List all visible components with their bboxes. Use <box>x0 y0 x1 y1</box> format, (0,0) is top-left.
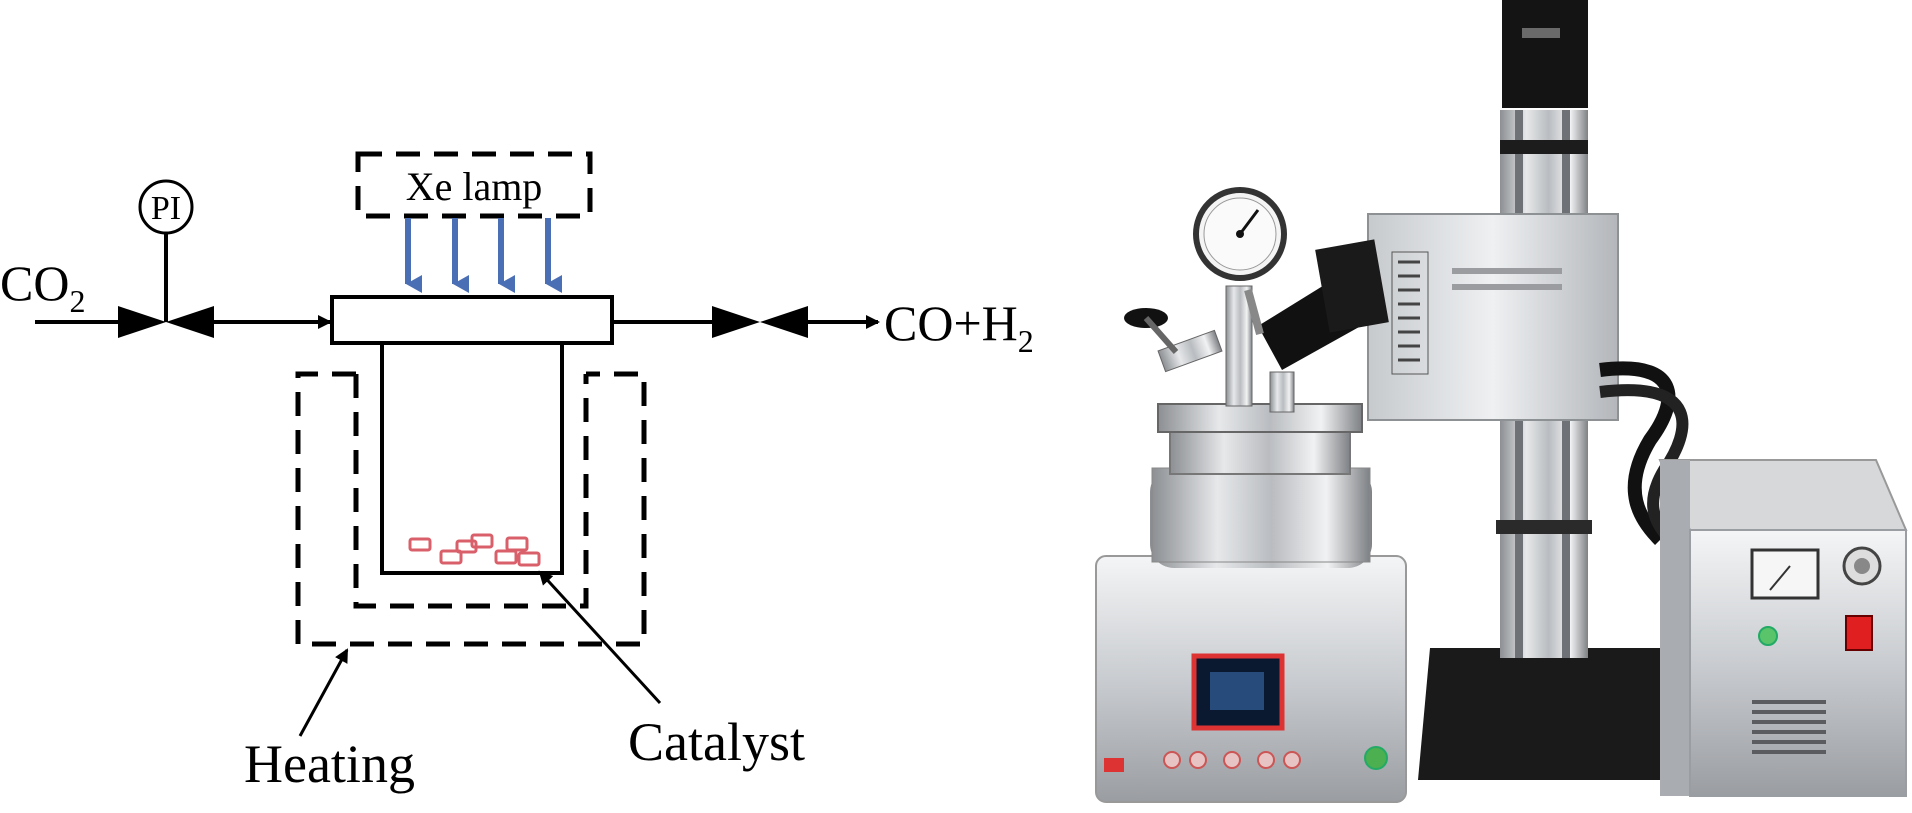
pressure-gauge <box>138 179 194 235</box>
reactor-lid <box>1169 425 1351 475</box>
inlet-label: CO2 <box>0 255 85 319</box>
power-supply-top <box>1658 459 1908 531</box>
heating-jacket-outer <box>295 371 647 647</box>
inlet-valve <box>118 306 214 338</box>
outlet-label: CO+H2 <box>884 295 1034 359</box>
heating-pointer <box>298 648 349 737</box>
catalyst-pointer <box>538 570 662 705</box>
gauge-label: PI <box>151 190 181 227</box>
controller-display <box>1191 653 1285 731</box>
apparatus-photo <box>1095 0 1908 803</box>
power-meter <box>1750 548 1820 600</box>
valve-fitting <box>1225 285 1253 407</box>
power-supply-side <box>1660 460 1690 796</box>
light-arrows <box>405 218 562 293</box>
lamp-housing-top <box>1502 0 1588 108</box>
stand-base <box>1418 648 1700 780</box>
heating-jacket-inner <box>353 374 589 609</box>
power-led <box>1758 626 1778 646</box>
controller-led <box>1364 746 1388 770</box>
power-switch <box>1845 615 1873 651</box>
process-schematic: CO2 PI Xe lamp <box>0 151 1034 794</box>
catalyst-particles <box>408 533 541 567</box>
reactor-head <box>330 295 614 345</box>
catalyst-label: Catalyst <box>628 712 805 772</box>
cable-1 <box>1599 361 1676 545</box>
outlet-valve <box>712 306 808 338</box>
lamp-label: Xe lamp <box>406 164 543 209</box>
xe-lamp-box <box>355 151 593 219</box>
reactor-jacket <box>1151 467 1371 563</box>
heating-label: Heating <box>244 734 415 794</box>
